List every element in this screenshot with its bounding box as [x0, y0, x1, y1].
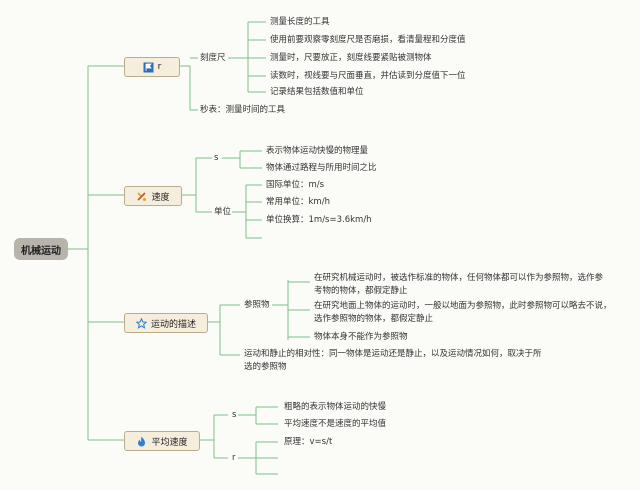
motion-ref-label: 参照物 — [244, 300, 270, 310]
flame-icon — [136, 436, 147, 447]
flag-icon — [143, 62, 154, 73]
branch-ruler-label: r — [157, 62, 162, 72]
avg-s-label: s — [232, 410, 237, 420]
avg-r-item-1: 原理：v=s/t — [284, 437, 333, 447]
branch-ruler[interactable]: r — [124, 57, 180, 77]
avg-s-item-1: 粗略的表示物体运动的快慢 — [284, 402, 387, 412]
motion-relativity: 运动和静止的相对性：同一物体是运动还是静止，以及运动情况如何，取决于所选的参照物 — [244, 349, 542, 372]
root-label: 机械运动 — [21, 245, 61, 257]
motion-ref-item-3: 物体本身不能作为参照物 — [314, 332, 408, 342]
branch-avg-speed[interactable]: 平均速度 — [124, 431, 200, 451]
speed-unit-item-1: 国际单位：m/s — [266, 180, 325, 190]
ruler-item-3: 测量时，尺要放正，刻度线要紧贴被测物体 — [270, 53, 432, 63]
star-icon — [135, 317, 148, 329]
branch-speed[interactable]: 速度 — [124, 186, 182, 206]
speed-s-item-1: 表示物体运动快慢的物理量 — [266, 146, 369, 156]
branch-motion[interactable]: 运动的描述 — [124, 313, 208, 333]
speed-unit-item-2: 常用单位：km/h — [266, 197, 330, 207]
speed-unit-label: 单位 — [214, 207, 232, 217]
branch-motion-label: 运动的描述 — [150, 319, 196, 330]
tools-icon — [136, 191, 147, 202]
avg-r-label: r — [232, 453, 236, 463]
branch-speed-label: 速度 — [151, 192, 170, 203]
speed-s-label: s — [214, 153, 219, 163]
ruler-group-label: 刻度尺 — [200, 53, 226, 63]
root-node[interactable]: 机械运动 — [14, 238, 68, 260]
motion-ref-item-1: 在研究机械运动时，被选作标准的物体，任何物体都可以作为参照物，选作参考物的物体，… — [314, 273, 604, 296]
avg-s-item-2: 平均速度不是速度的平均值 — [284, 419, 387, 429]
branch-avg-speed-label: 平均速度 — [151, 437, 188, 448]
ruler-item-1: 测量长度的工具 — [270, 17, 330, 27]
ruler-item-5: 记录结果包括数值和单位 — [270, 87, 364, 97]
ruler-item-4: 读数时，视线要与尺面垂直，并估读到分度值下一位 — [270, 71, 466, 81]
speed-unit-item-3: 单位换算：1m/s=3.6km/h — [266, 215, 372, 225]
ruler-item-2: 使用前要观察零刻度尺是否磨损，看清量程和分度值 — [270, 35, 466, 45]
stopwatch-item: 秒表：测量时间的工具 — [200, 105, 286, 115]
motion-ref-item-2: 在研究地面上物体的运动时，一般以地面为参照物，此时参照物可以略去不说，选作参照物… — [314, 301, 612, 324]
speed-s-item-2: 物体通过路程与所用时间之比 — [266, 163, 377, 173]
